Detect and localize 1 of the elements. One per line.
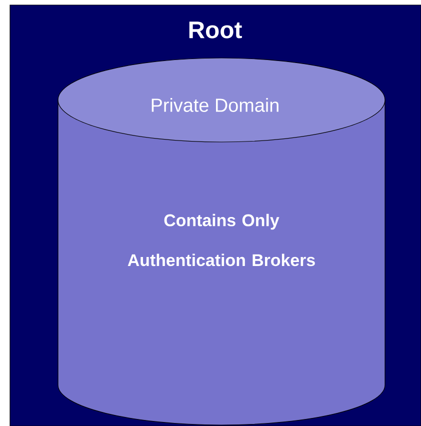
- title-label: Root: [189, 22, 242, 38]
